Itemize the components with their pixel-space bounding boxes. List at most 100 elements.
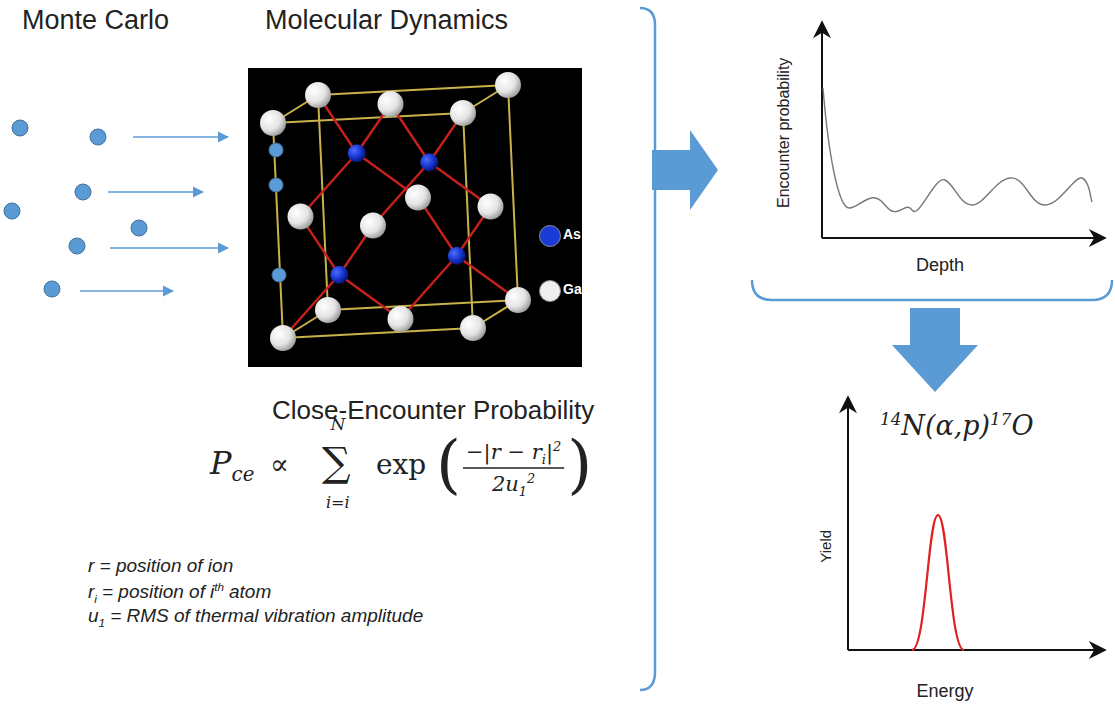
- ion-arrow: [80, 290, 173, 292]
- crystal-image: [248, 68, 582, 367]
- ion-arrow: [110, 247, 228, 249]
- as-atom: [448, 247, 466, 265]
- section-title: Monte Carlo: [22, 6, 169, 36]
- ion: [12, 120, 28, 136]
- formula-sum: ∑: [322, 442, 351, 482]
- label-text: i=i: [326, 493, 350, 512]
- ga-atom: [460, 315, 486, 341]
- entering-ion: [269, 178, 283, 192]
- bracket: [640, 8, 655, 690]
- superscript: 14: [880, 409, 901, 429]
- label-text: ∝: [270, 448, 289, 481]
- label-text: = position of: [102, 581, 205, 602]
- label-text: 2u: [492, 472, 519, 496]
- axis-title: Encounter probability: [775, 58, 793, 208]
- block-arrow: [892, 308, 978, 392]
- ga-atom: [260, 110, 286, 136]
- yield-peak: [912, 515, 964, 650]
- label-text: i: [210, 581, 214, 602]
- label-text: r = position of ion: [88, 555, 233, 576]
- ion-beam: [4, 120, 147, 297]
- cell-edge: [463, 113, 473, 328]
- reaction-label: 14N(α,p)17O: [880, 410, 1034, 441]
- fraction-bar: [463, 467, 564, 468]
- legend-label: Ga: [563, 282, 582, 297]
- formula-limit: N: [331, 415, 346, 434]
- ga-atom: [288, 204, 314, 230]
- label-text: ∑: [322, 439, 351, 485]
- label-text: −|r − r: [466, 440, 542, 464]
- subscript: ce: [232, 463, 255, 486]
- ga-atom: [378, 91, 404, 117]
- axis-title: Energy: [917, 682, 974, 702]
- ga-atom: [315, 297, 341, 323]
- ion-arrow: [108, 191, 203, 193]
- encounter-curve: [823, 88, 1092, 212]
- ga-atom: [495, 72, 521, 98]
- cell-edge: [318, 95, 328, 310]
- subscript: 1: [99, 616, 106, 629]
- as-atom: [330, 266, 348, 284]
- superscript: 17: [990, 409, 1011, 429]
- label-text: Molecular Dynamics: [265, 5, 508, 35]
- superscript: 2: [553, 439, 561, 454]
- definition: r = position of ion: [88, 556, 233, 577]
- formula-function: exp: [376, 450, 426, 481]
- label-text: Close-Encounter Probability: [272, 395, 594, 425]
- legend-swatch: [539, 225, 561, 247]
- formula-paren: (: [436, 432, 461, 496]
- ga-atom: [270, 325, 296, 351]
- x-axis: [848, 649, 1105, 651]
- axis-title: Yield: [818, 529, 835, 562]
- crystal-lattice: [260, 72, 531, 351]
- superscript: th: [214, 580, 224, 593]
- ion: [90, 129, 106, 145]
- label-text: exp: [376, 448, 426, 481]
- ga-atom: [305, 82, 331, 108]
- cell-edge: [283, 328, 473, 338]
- ion: [69, 238, 85, 254]
- formula-denominator: 2u12: [492, 472, 535, 500]
- definition: u1= RMS of thermal vibration amplitude: [88, 606, 423, 630]
- label-text: N: [331, 414, 346, 434]
- section-title: Molecular Dynamics: [265, 6, 508, 36]
- label-text: N(α,p): [901, 410, 990, 441]
- label-text: atom: [229, 581, 271, 602]
- label-text: Monte Carlo: [22, 5, 169, 35]
- cell-edge: [318, 85, 508, 95]
- ga-atom: [405, 185, 431, 211]
- label-text: Yield: [817, 529, 834, 562]
- ga-atom: [505, 287, 531, 313]
- as-atom: [420, 153, 438, 171]
- entering-ion: [269, 143, 283, 157]
- subscript: 1: [519, 484, 527, 499]
- subscript: i: [94, 592, 97, 605]
- ga-atom: [388, 306, 414, 332]
- ion: [131, 220, 147, 236]
- cell-edge: [273, 113, 463, 123]
- ga-atom: [360, 213, 386, 239]
- ion: [44, 281, 60, 297]
- subscript: i: [542, 452, 546, 467]
- formula-heading: Close-Encounter Probability: [272, 396, 594, 425]
- ion-arrows: [80, 137, 228, 291]
- ion: [75, 184, 91, 200]
- as-atom: [348, 144, 366, 162]
- label-text: O: [1011, 410, 1033, 441]
- y-axis: [821, 22, 823, 238]
- ion: [4, 203, 20, 219]
- label-text: Energy: [917, 681, 974, 701]
- label-text: |: [546, 440, 553, 464]
- label-text: ): [567, 427, 592, 501]
- axis-title: Depth: [916, 256, 964, 276]
- entering-ion: [272, 268, 286, 282]
- y-axis: [847, 397, 849, 650]
- formula-paren: ): [567, 432, 592, 496]
- formula-symbol: ∝: [270, 450, 289, 481]
- label-text: Depth: [916, 255, 964, 275]
- label-text: Encounter probability: [775, 58, 792, 208]
- block-arrow: [652, 130, 718, 210]
- ga-atom: [478, 194, 504, 220]
- cell-edge: [508, 85, 518, 300]
